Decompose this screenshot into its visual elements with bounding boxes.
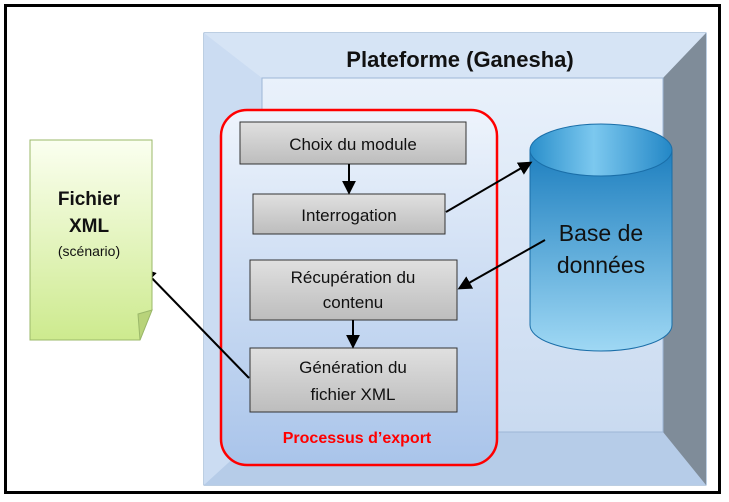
step-box-recuperation: Récupération du contenu [249, 259, 458, 321]
step-label-line-2: fichier XML [310, 385, 395, 404]
step-label-line-2: contenu [323, 293, 384, 312]
database-cylinder [529, 123, 673, 352]
arrow-interrogation-to-database [445, 161, 533, 213]
arrow-database-to-recuperation [457, 239, 546, 290]
step-label: Choix du module [289, 135, 417, 154]
file-title-line-1: Fichier [58, 189, 121, 210]
database-label-line-1: Base de [559, 220, 643, 246]
file-subtitle: (scénario) [58, 243, 120, 259]
step-box-choix-module: Choix du module [239, 121, 467, 165]
step-label-line-1: Récupération du [291, 268, 416, 287]
step-label: Interrogation [301, 206, 396, 225]
step-label-line-1: Génération du [299, 358, 407, 377]
database-label-line-2: données [557, 252, 645, 278]
file-title-line-2: XML [69, 216, 110, 237]
step-box-generation: Génération du fichier XML [249, 347, 458, 413]
platform-title: Plateforme (Ganesha) [346, 47, 573, 72]
process-label: Processus d’export [283, 430, 432, 447]
arrow-generation-to-file [142, 267, 250, 379]
step-box-interrogation: Interrogation [252, 193, 446, 235]
xml-file-document [29, 139, 153, 341]
